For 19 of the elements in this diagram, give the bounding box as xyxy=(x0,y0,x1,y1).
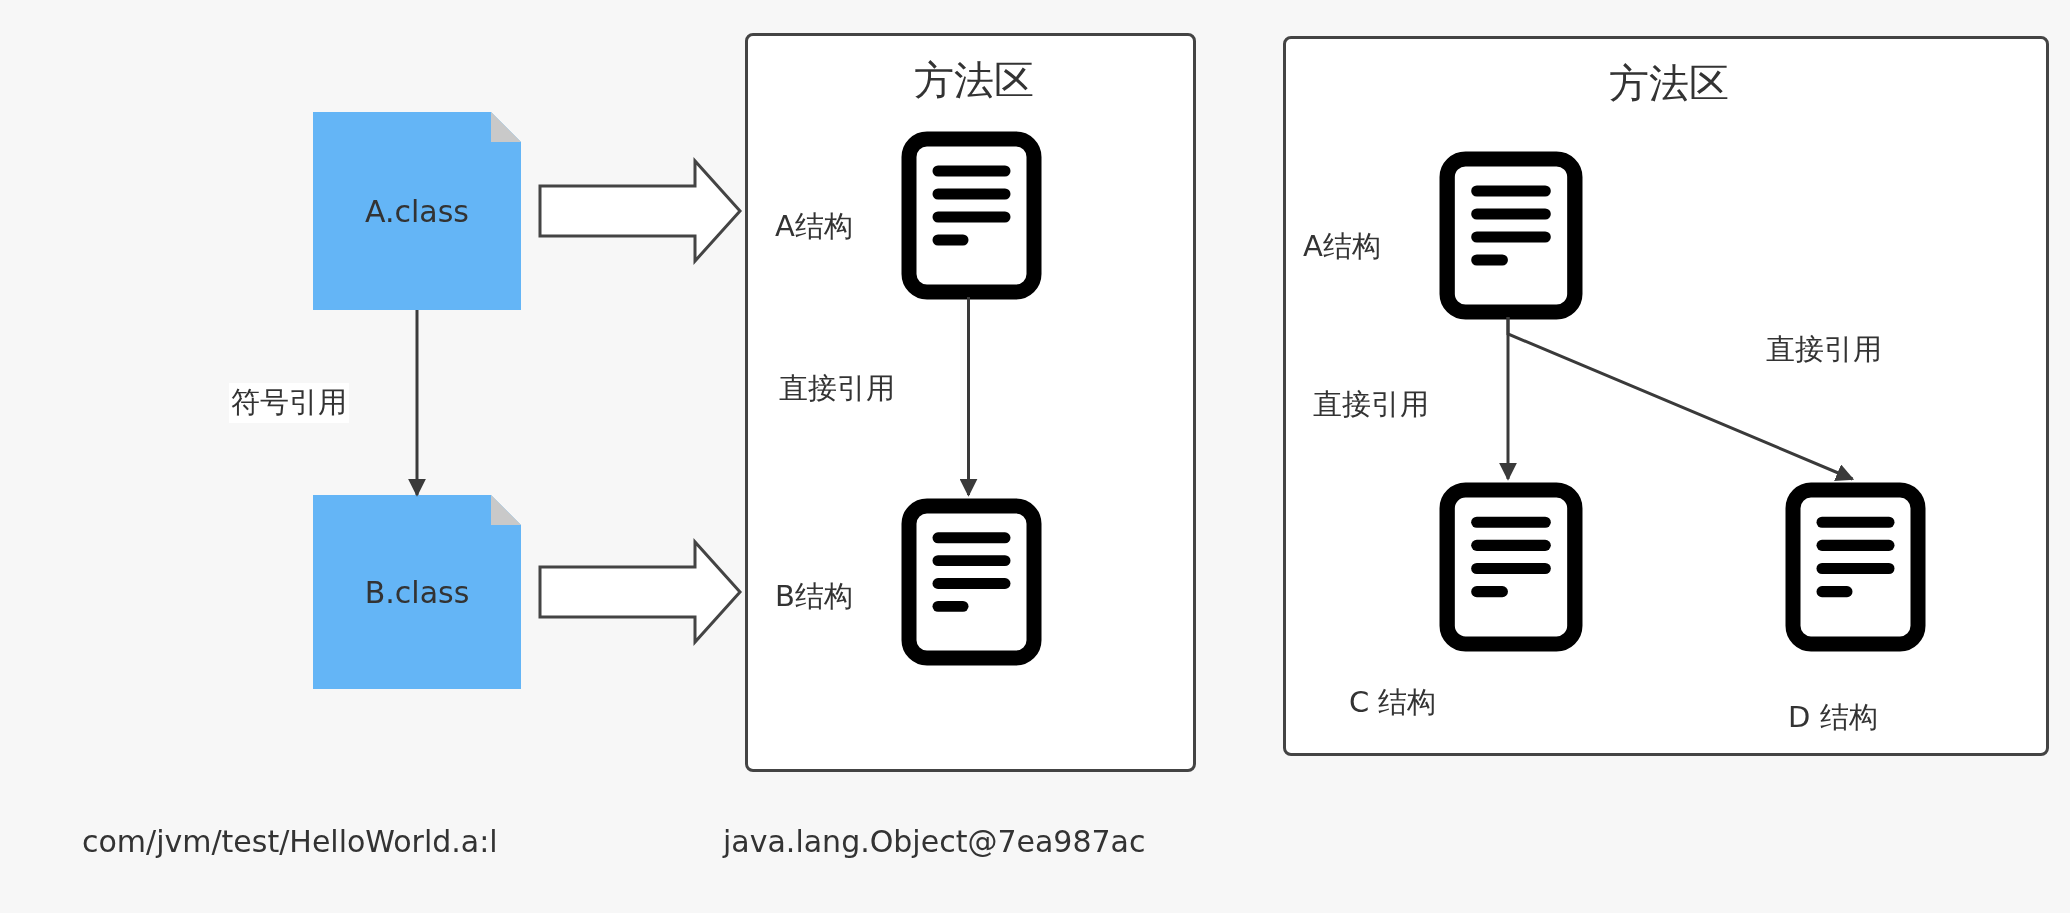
container-title: 方法区 xyxy=(1609,58,1729,108)
arrow xyxy=(959,297,978,497)
class-file-label: A.class xyxy=(365,193,469,229)
code-text: java.lang.Object@7ea987ac xyxy=(723,823,1146,859)
code-text: com/jvm/test/HelloWorld.a:l xyxy=(82,823,498,859)
edge-label: 符号引用 xyxy=(229,383,349,423)
hollow-arrow xyxy=(538,538,742,646)
arrow xyxy=(408,310,426,497)
container-box xyxy=(1283,36,2049,756)
container-title: 方法区 xyxy=(913,55,1034,105)
container-box xyxy=(745,33,1196,772)
structure-label: A结构 xyxy=(1303,228,1381,265)
arrow xyxy=(1506,317,1855,481)
structure-label: A结构 xyxy=(775,208,853,245)
class-file-label: B.class xyxy=(364,574,470,610)
hollow-arrow xyxy=(538,157,742,265)
structure-label: D 结构 xyxy=(1788,699,1878,736)
structure-label: B结构 xyxy=(775,578,853,615)
structure-label: C 结构 xyxy=(1349,684,1437,721)
